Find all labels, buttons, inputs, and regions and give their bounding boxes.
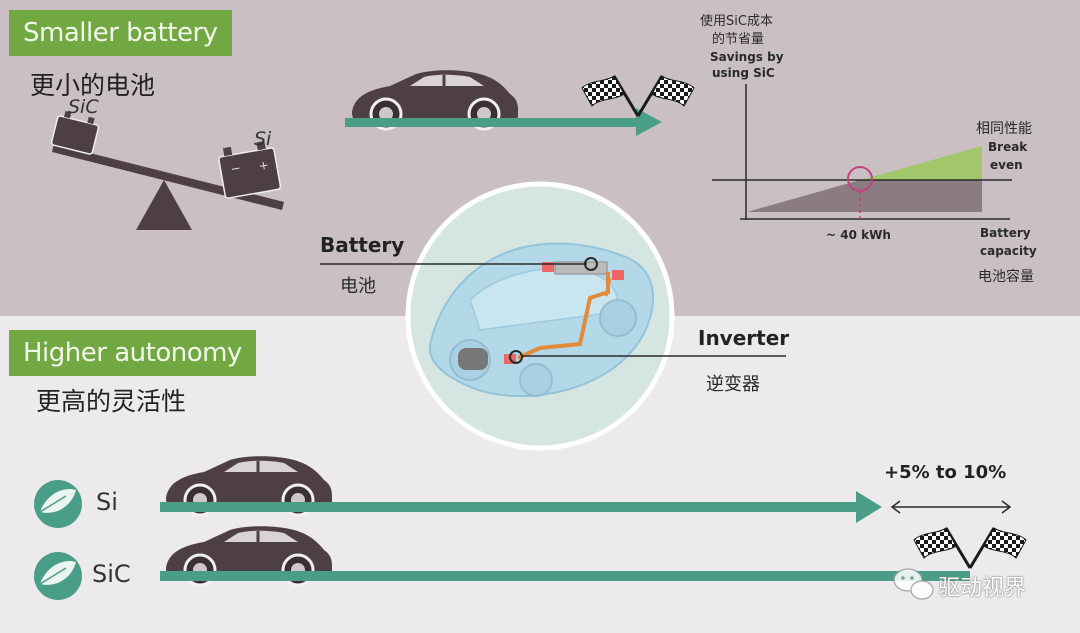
higher-autonomy-tag: Higher autonomy — [9, 330, 256, 376]
gray-area — [747, 180, 982, 212]
battery-label: Battery — [320, 233, 405, 257]
sic-range-bar — [160, 571, 970, 581]
chart-xlabel-en-2: capacity — [980, 244, 1037, 258]
si-battery-icon: − + — [218, 140, 282, 199]
si-label: Si — [254, 128, 272, 150]
motor — [458, 348, 488, 370]
chart-break-2: even — [990, 158, 1023, 172]
gain-label: +5% to 10% — [884, 462, 1007, 483]
chart-xlabel-cn: 电池容量 — [978, 269, 1034, 285]
sic-row-label: SiC — [92, 560, 131, 588]
higher-autonomy-cn: 更高的灵活性 — [36, 387, 187, 416]
break-even-chart — [712, 84, 1012, 222]
chart-xlabel-en-1: Battery — [980, 226, 1031, 240]
finish-flag-icon — [912, 526, 1028, 570]
chart-ylabel-en-1: Savings by — [710, 50, 784, 64]
range-arrow-bar — [345, 118, 637, 127]
chart-ylabel-cn-1: 使用SiC成本 — [700, 14, 773, 29]
chart-ylabel-cn-2: 的节省量 — [712, 32, 765, 47]
battery-pointer — [584, 257, 598, 271]
smaller-battery-tag: Smaller battery — [9, 10, 232, 56]
battery-label-cn: 电池 — [340, 276, 376, 297]
si-row-label: Si — [96, 488, 118, 516]
si-range-bar — [160, 502, 858, 512]
inverter-pointer — [509, 350, 523, 364]
battery-module — [542, 262, 554, 272]
range-arrow-head — [636, 108, 662, 136]
watermark-text: 驱动视界 — [938, 576, 1027, 601]
top-race — [345, 68, 696, 136]
chart-marker-label: ~ 40 kWh — [826, 228, 891, 242]
smaller-battery-cn: 更小的电池 — [30, 71, 156, 100]
sic-label: SiC — [68, 96, 99, 118]
inverter-label: Inverter — [698, 326, 790, 350]
seesaw-illustration: − + — [50, 110, 284, 230]
svg-text:−: − — [229, 161, 241, 177]
chart-ylabel-en-2: using SiC — [712, 66, 775, 80]
break-even-circle — [847, 166, 873, 192]
center-car-diagram — [320, 181, 786, 451]
sic-battery-icon — [50, 110, 100, 155]
bottom-race — [34, 454, 1028, 600]
wechat-icon — [893, 568, 934, 600]
si-range-arrowhead — [856, 491, 882, 523]
svg-text:+: + — [257, 158, 269, 174]
inverter-label-cn: 逆变器 — [706, 374, 760, 395]
chart-break-1: Break — [988, 140, 1028, 154]
chart-series-cn: 相同性能 — [976, 121, 1032, 137]
